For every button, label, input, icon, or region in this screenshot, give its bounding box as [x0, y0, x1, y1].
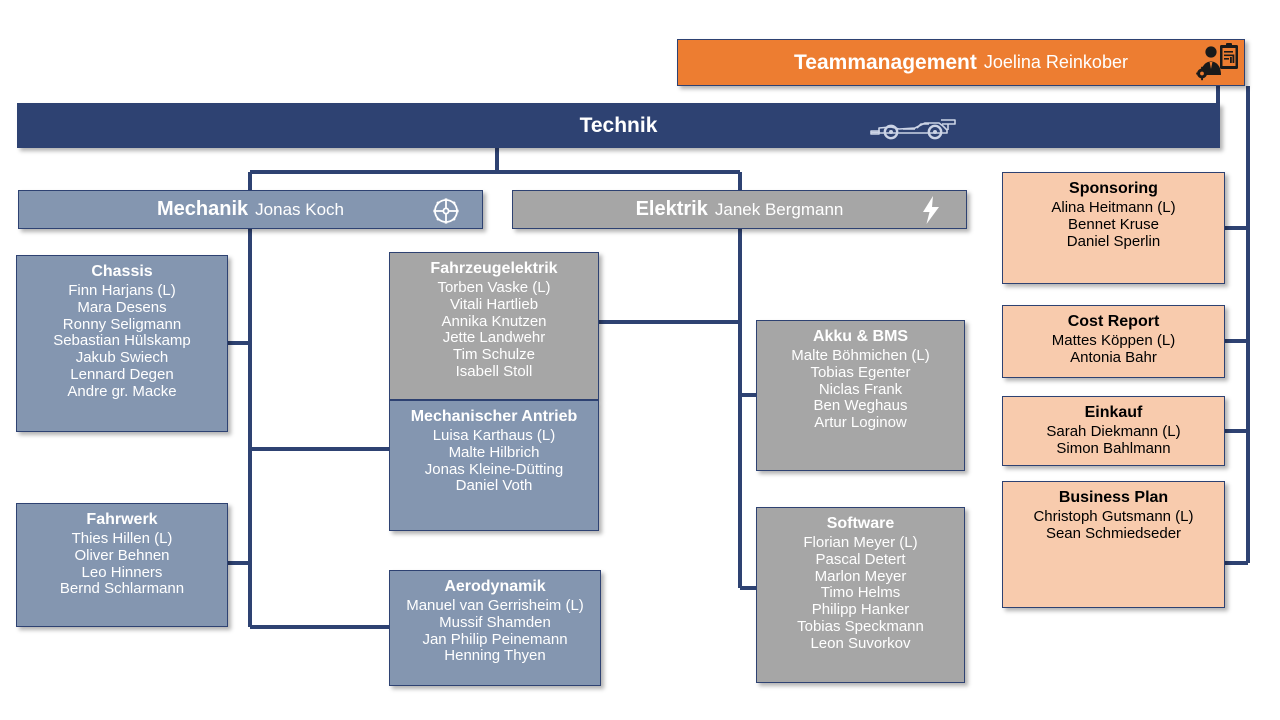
mechanischer-antrieb-title: Mechanischer Antrieb — [410, 408, 578, 425]
fahrwerk-title: Fahrwerk — [86, 511, 158, 528]
member: Henning Thyen — [444, 647, 546, 665]
member: Mussif Shamden — [439, 613, 551, 631]
formula-one-car-icon — [869, 112, 957, 142]
member: Sarah Diekmann (L) — [1046, 422, 1181, 440]
member: Jan Philip Peinemann — [422, 630, 568, 648]
member: Simon Bahlmann — [1056, 439, 1171, 457]
member: Luisa Karthaus (L) — [432, 426, 556, 444]
member: Tobias Speckmann — [797, 617, 924, 635]
member: Malte Böhmichen (L) — [791, 346, 930, 364]
mechanik-title: Mechanik — [157, 198, 249, 220]
node-fahrzeugelektrik[interactable]: Fahrzeugelektrik Torben Vaske (L) Vitali… — [389, 252, 599, 400]
member: Sebastian Hülskamp — [53, 332, 191, 350]
member: Sean Schmiedseder — [1045, 524, 1182, 542]
member: Andre gr. Macke — [67, 382, 177, 400]
node-akku-bms[interactable]: Akku & BMS Malte Böhmichen (L) Tobias Eg… — [756, 320, 965, 471]
member: Jette Landwehr — [442, 329, 546, 347]
member: Thies Hillen (L) — [71, 529, 173, 547]
node-technik[interactable]: Technik — [17, 103, 1220, 148]
node-mechanik[interactable]: Mechanik Jonas Koch — [18, 190, 483, 229]
gear-icon — [432, 197, 460, 225]
elektrik-title: Elektrik — [635, 198, 708, 220]
member: Isabell Stoll — [455, 362, 533, 380]
teammanagement-lead: Joelina Reinkober — [983, 52, 1128, 72]
lightning-bolt-icon — [920, 195, 942, 225]
member: Marlon Meyer — [814, 567, 907, 585]
member: Oliver Behnen — [74, 546, 170, 564]
business-plan-title: Business Plan — [1058, 489, 1169, 506]
technik-title: Technik — [579, 113, 658, 137]
teammanagement-title: Teammanagement — [794, 50, 977, 74]
member: Leo Hinners — [81, 563, 163, 581]
einkauf-title: Einkauf — [1084, 404, 1143, 421]
node-cost-report[interactable]: Cost Report Mattes Köppen (L) Antonia Ba… — [1002, 305, 1225, 378]
member: Daniel Sperlin — [1066, 232, 1161, 250]
member: Philipp Hanker — [811, 601, 910, 619]
node-business-plan[interactable]: Business Plan Christoph Gutsmann (L) Sea… — [1002, 481, 1225, 608]
member: Niclas Frank — [818, 380, 903, 398]
member: Antonia Bahr — [1070, 348, 1157, 366]
node-aerodynamik[interactable]: Aerodynamik Manuel van Gerrisheim (L) Mu… — [389, 570, 601, 686]
node-chassis[interactable]: Chassis Finn Harjans (L) Mara Desens Ron… — [16, 255, 228, 432]
member: Jonas Kleine-Dütting — [424, 460, 564, 478]
member: Florian Meyer (L) — [803, 533, 918, 551]
member: Ronny Seligmann — [62, 315, 182, 333]
sponsoring-title: Sponsoring — [1069, 180, 1158, 197]
member: Christoph Gutsmann (L) — [1033, 507, 1194, 525]
node-mechanischer-antrieb[interactable]: Mechanischer Antrieb Luisa Karthaus (L) … — [389, 400, 599, 531]
member: Leon Suvorkov — [810, 634, 911, 652]
member: Malte Hilbrich — [448, 443, 540, 461]
member: Bennet Kruse — [1068, 215, 1159, 233]
manager-clipboard-icon — [1196, 42, 1240, 82]
node-elektrik[interactable]: Elektrik Janek Bergmann — [512, 190, 967, 229]
member: Ben Weghaus — [813, 397, 908, 415]
member: Tim Schulze — [453, 346, 535, 364]
chassis-title: Chassis — [91, 263, 153, 280]
member: Torben Vaske (L) — [437, 278, 551, 296]
akku-bms-title: Akku & BMS — [812, 328, 909, 345]
node-einkauf[interactable]: Einkauf Sarah Diekmann (L) Simon Bahlman… — [1002, 396, 1225, 466]
member: Tobias Egenter — [810, 363, 911, 381]
mechanik-lead: Jonas Koch — [255, 199, 344, 219]
member: Jakub Swiech — [75, 349, 169, 367]
member: Vitali Hartlieb — [449, 295, 539, 313]
node-teammanagement[interactable]: Teammanagement Joelina Reinkober — [677, 39, 1245, 86]
member: Pascal Detert — [815, 550, 906, 568]
elektrik-lead: Janek Bergmann — [714, 199, 844, 219]
member: Mattes Köppen (L) — [1051, 331, 1176, 349]
software-title: Software — [826, 515, 895, 532]
member: Annika Knutzen — [441, 312, 547, 330]
member: Mara Desens — [77, 298, 167, 316]
aerodynamik-title: Aerodynamik — [444, 578, 546, 595]
member: Timo Helms — [820, 584, 901, 602]
member: Bernd Schlarmann — [59, 580, 185, 598]
member: Alina Heitmann (L) — [1051, 198, 1176, 216]
node-fahrwerk[interactable]: Fahrwerk Thies Hillen (L) Oliver Behnen … — [16, 503, 228, 627]
member: Artur Loginow — [814, 414, 907, 432]
member: Manuel van Gerrisheim (L) — [406, 596, 584, 614]
member: Finn Harjans (L) — [68, 281, 176, 299]
node-software[interactable]: Software Florian Meyer (L) Pascal Detert… — [756, 507, 965, 683]
fahrzeugelektrik-title: Fahrzeugelektrik — [430, 260, 558, 277]
node-sponsoring[interactable]: Sponsoring Alina Heitmann (L) Bennet Kru… — [1002, 172, 1225, 284]
member: Daniel Voth — [455, 477, 533, 495]
cost-report-title: Cost Report — [1067, 313, 1160, 330]
member: Lennard Degen — [70, 365, 174, 383]
